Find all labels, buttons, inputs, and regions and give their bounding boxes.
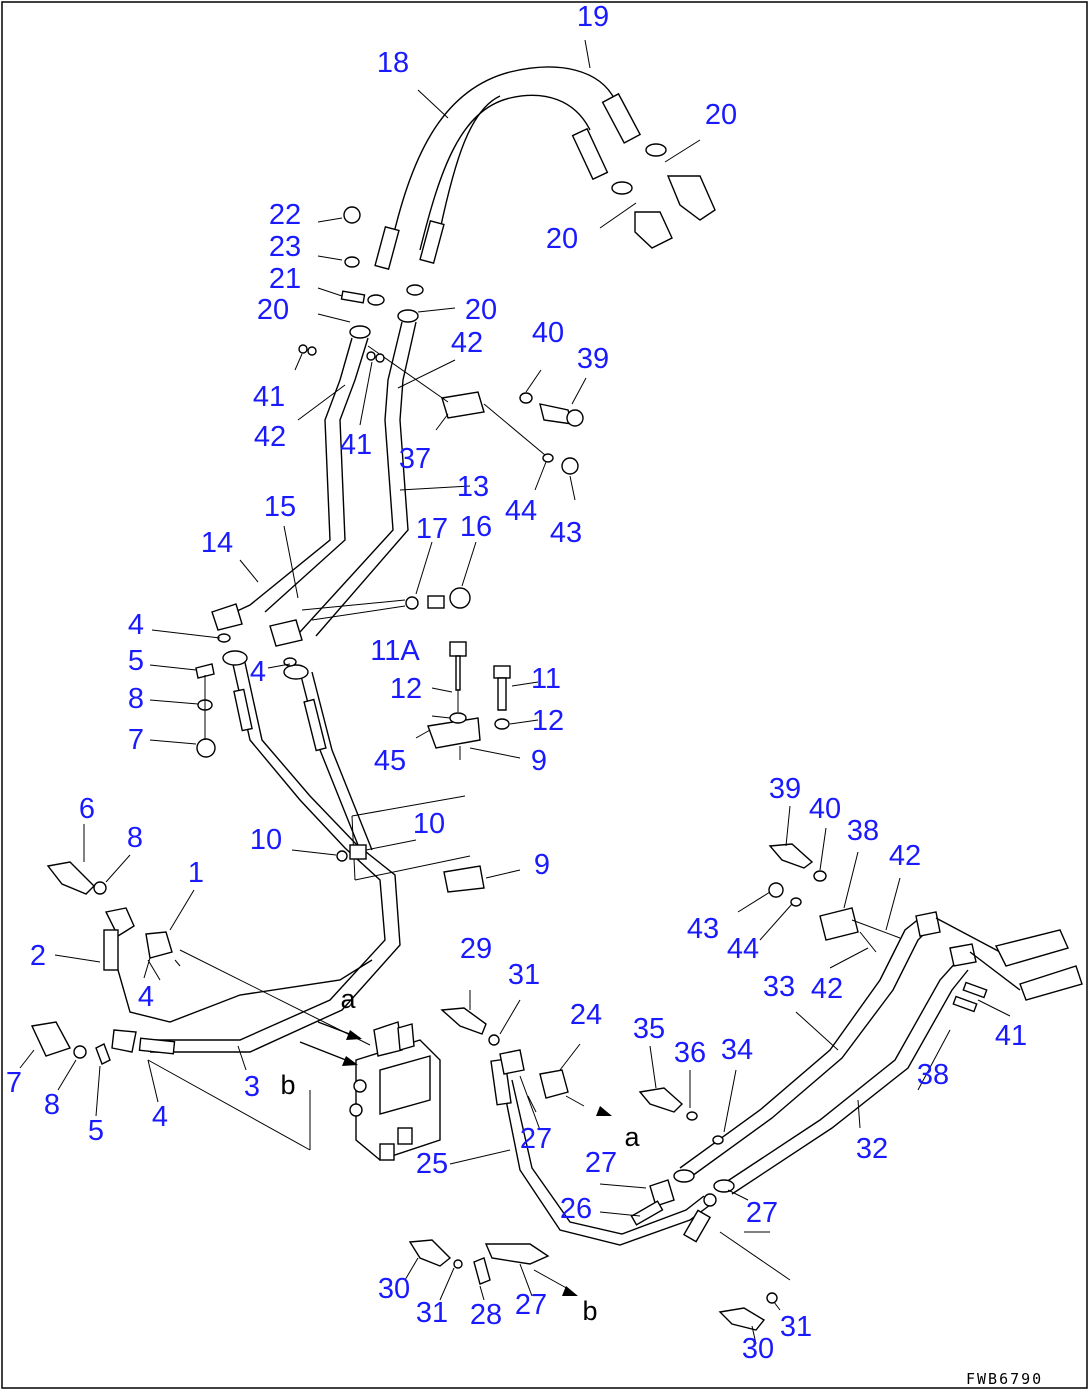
- view-label: a: [340, 984, 356, 1014]
- callout-label: 36: [674, 1037, 706, 1069]
- callout-label: 9: [531, 745, 547, 777]
- callout-label: 19: [577, 1, 609, 33]
- view-label: b: [280, 1070, 295, 1100]
- callout-label: 41: [340, 429, 372, 461]
- callout-label: 20: [465, 294, 497, 326]
- callout-label: 8: [128, 683, 144, 715]
- callout-label: 35: [633, 1013, 665, 1045]
- callout-label: 32: [856, 1133, 888, 1165]
- callout-label: 18: [377, 47, 409, 79]
- callout-label: 27: [585, 1147, 617, 1179]
- callout-label: 39: [577, 343, 609, 375]
- callout-labels: 19 18 20 20 22 23 21 20 20 42 40 39 41 4…: [6, 1, 1027, 1365]
- callout-label: 17: [416, 513, 448, 545]
- callout-label: 23: [269, 231, 301, 263]
- callout-label: 4: [128, 609, 144, 641]
- callout-label: 21: [269, 263, 301, 295]
- callout-label: 20: [705, 99, 737, 131]
- callout-label: 2: [30, 940, 46, 972]
- callout-label: 10: [413, 808, 445, 840]
- callout-label: 20: [546, 223, 578, 255]
- callout-label: 29: [460, 933, 492, 965]
- callout-label: 13: [457, 471, 489, 503]
- callout-label: 9: [534, 849, 550, 881]
- view-label: a: [624, 1122, 640, 1152]
- callout-label: 40: [809, 793, 841, 825]
- upper-hose-assembly: [317, 39, 716, 339]
- callout-label: 38: [917, 1059, 949, 1091]
- callout-label: 10: [250, 824, 282, 856]
- callout-label: 43: [687, 913, 719, 945]
- callout-label: 4: [138, 981, 154, 1013]
- callout-label: 27: [515, 1289, 547, 1321]
- callout-label: 7: [128, 724, 144, 756]
- pipe-group-13-14: [211, 321, 587, 647]
- callout-label: 12: [532, 705, 564, 737]
- callout-label: 16: [460, 511, 492, 543]
- callout-label: 42: [254, 421, 286, 453]
- callout-label: 41: [995, 1020, 1027, 1052]
- callout-label: 27: [520, 1123, 552, 1155]
- callout-label: 15: [264, 491, 296, 523]
- callout-label: 22: [269, 199, 301, 231]
- drawing-code: FWB6790: [966, 1370, 1043, 1388]
- callout-label: 8: [127, 822, 143, 854]
- callout-label: 30: [378, 1273, 410, 1305]
- callout-label: 26: [560, 1193, 592, 1225]
- view-arrow-labels: a b a b: [280, 984, 640, 1326]
- callout-label: 14: [201, 527, 233, 559]
- callout-label: 33: [763, 971, 795, 1003]
- callout-label: 8: [44, 1089, 60, 1121]
- callout-label: 11A: [370, 635, 420, 667]
- callout-label: 6: [79, 793, 95, 825]
- callout-label: 24: [570, 999, 602, 1031]
- callout-label: 39: [769, 773, 801, 805]
- callout-label: 4: [152, 1101, 168, 1133]
- callout-label: 42: [451, 327, 483, 359]
- callout-label: 42: [889, 840, 921, 872]
- callout-label: 1: [188, 857, 204, 889]
- callout-label: 4: [250, 656, 266, 688]
- view-label: b: [582, 1296, 597, 1326]
- right-pipe-group: [638, 805, 1083, 1243]
- callout-label: 5: [88, 1115, 104, 1147]
- callout-label: 31: [508, 959, 540, 991]
- callout-label: 30: [742, 1333, 774, 1365]
- callout-label: 7: [6, 1067, 22, 1099]
- callout-label: 44: [727, 933, 759, 965]
- callout-label: 11: [531, 663, 561, 695]
- callout-label: 31: [780, 1311, 812, 1343]
- callout-label: 12: [390, 673, 422, 705]
- callout-label: 41: [253, 381, 285, 413]
- callout-label: 31: [416, 1297, 448, 1329]
- hose-25-26: [404, 990, 791, 1345]
- callout-label: 34: [721, 1034, 753, 1066]
- callout-label: 25: [416, 1148, 448, 1180]
- callout-label: 42: [811, 973, 843, 1005]
- callout-label: 37: [399, 443, 431, 475]
- middle-hoses: [117, 629, 539, 1053]
- callout-label: 27: [746, 1197, 778, 1229]
- callout-label: 44: [505, 495, 537, 527]
- callout-label: 20: [257, 294, 289, 326]
- callout-label: 38: [847, 815, 879, 847]
- callout-label: 43: [550, 517, 582, 549]
- control-valve: [299, 1021, 441, 1161]
- callout-label: 45: [374, 745, 406, 777]
- callout-label: 40: [532, 317, 564, 349]
- callout-label: 3: [244, 1071, 260, 1103]
- callout-label: 28: [470, 1299, 502, 1331]
- callout-label: 5: [128, 645, 144, 677]
